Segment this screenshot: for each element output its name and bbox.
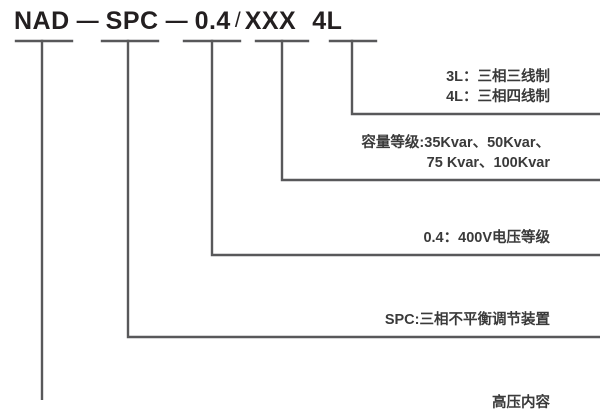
code-segment-capacity: XXX bbox=[244, 7, 297, 35]
annotation-voltage-note: 0.4：400V电压等级 bbox=[423, 228, 550, 248]
annotation-capacity-line-1: 容量等级:35Kvar、50Kvar、 bbox=[361, 135, 550, 151]
code-segment-wiring: 4L bbox=[312, 7, 343, 35]
code-dash-1: — bbox=[76, 8, 99, 33]
annotation-series-line-1: SPC:三相不平衡调节装置 bbox=[384, 312, 550, 328]
annotation-capacity-line-2: 75 Kvar、100Kvar bbox=[426, 155, 550, 171]
model-code-diagram bbox=[14, 39, 600, 400]
annotation-voltage-line-1: 0.4：400V电压等级 bbox=[423, 230, 550, 246]
annotation-wiring-line-2: 4L：三相四线制 bbox=[446, 89, 550, 105]
leader-series bbox=[126, 39, 600, 339]
leader-lines bbox=[14, 39, 600, 400]
leader-voltage bbox=[210, 39, 600, 257]
annotation-capacity-note: 容量等级:35Kvar、50Kvar、 75 Kvar、100Kvar bbox=[361, 133, 550, 173]
code-dash-2: — bbox=[165, 8, 188, 33]
code-segment-brand: NAD bbox=[14, 7, 70, 35]
code-segment-voltage: 0.4 bbox=[194, 7, 231, 35]
annotation-wiring-note: 3L：三相三线制 4L：三相四线制 bbox=[446, 67, 550, 107]
annotation-wiring-line-1: 3L：三相三线制 bbox=[446, 69, 550, 85]
annotation-brand-note: 高压内容 bbox=[492, 393, 550, 413]
model-code-title: NAD — SPC — 0.4 / XXX 4L bbox=[14, 6, 394, 36]
leader-capacity bbox=[280, 39, 600, 182]
annotation-series-note: SPC:三相不平衡调节装置 bbox=[385, 310, 550, 330]
leader-wiring bbox=[350, 39, 600, 116]
annotation-brand-line-1: 高压内容 bbox=[492, 395, 550, 411]
code-segment-series: SPC bbox=[105, 7, 159, 35]
code-slash: / bbox=[234, 9, 241, 32]
